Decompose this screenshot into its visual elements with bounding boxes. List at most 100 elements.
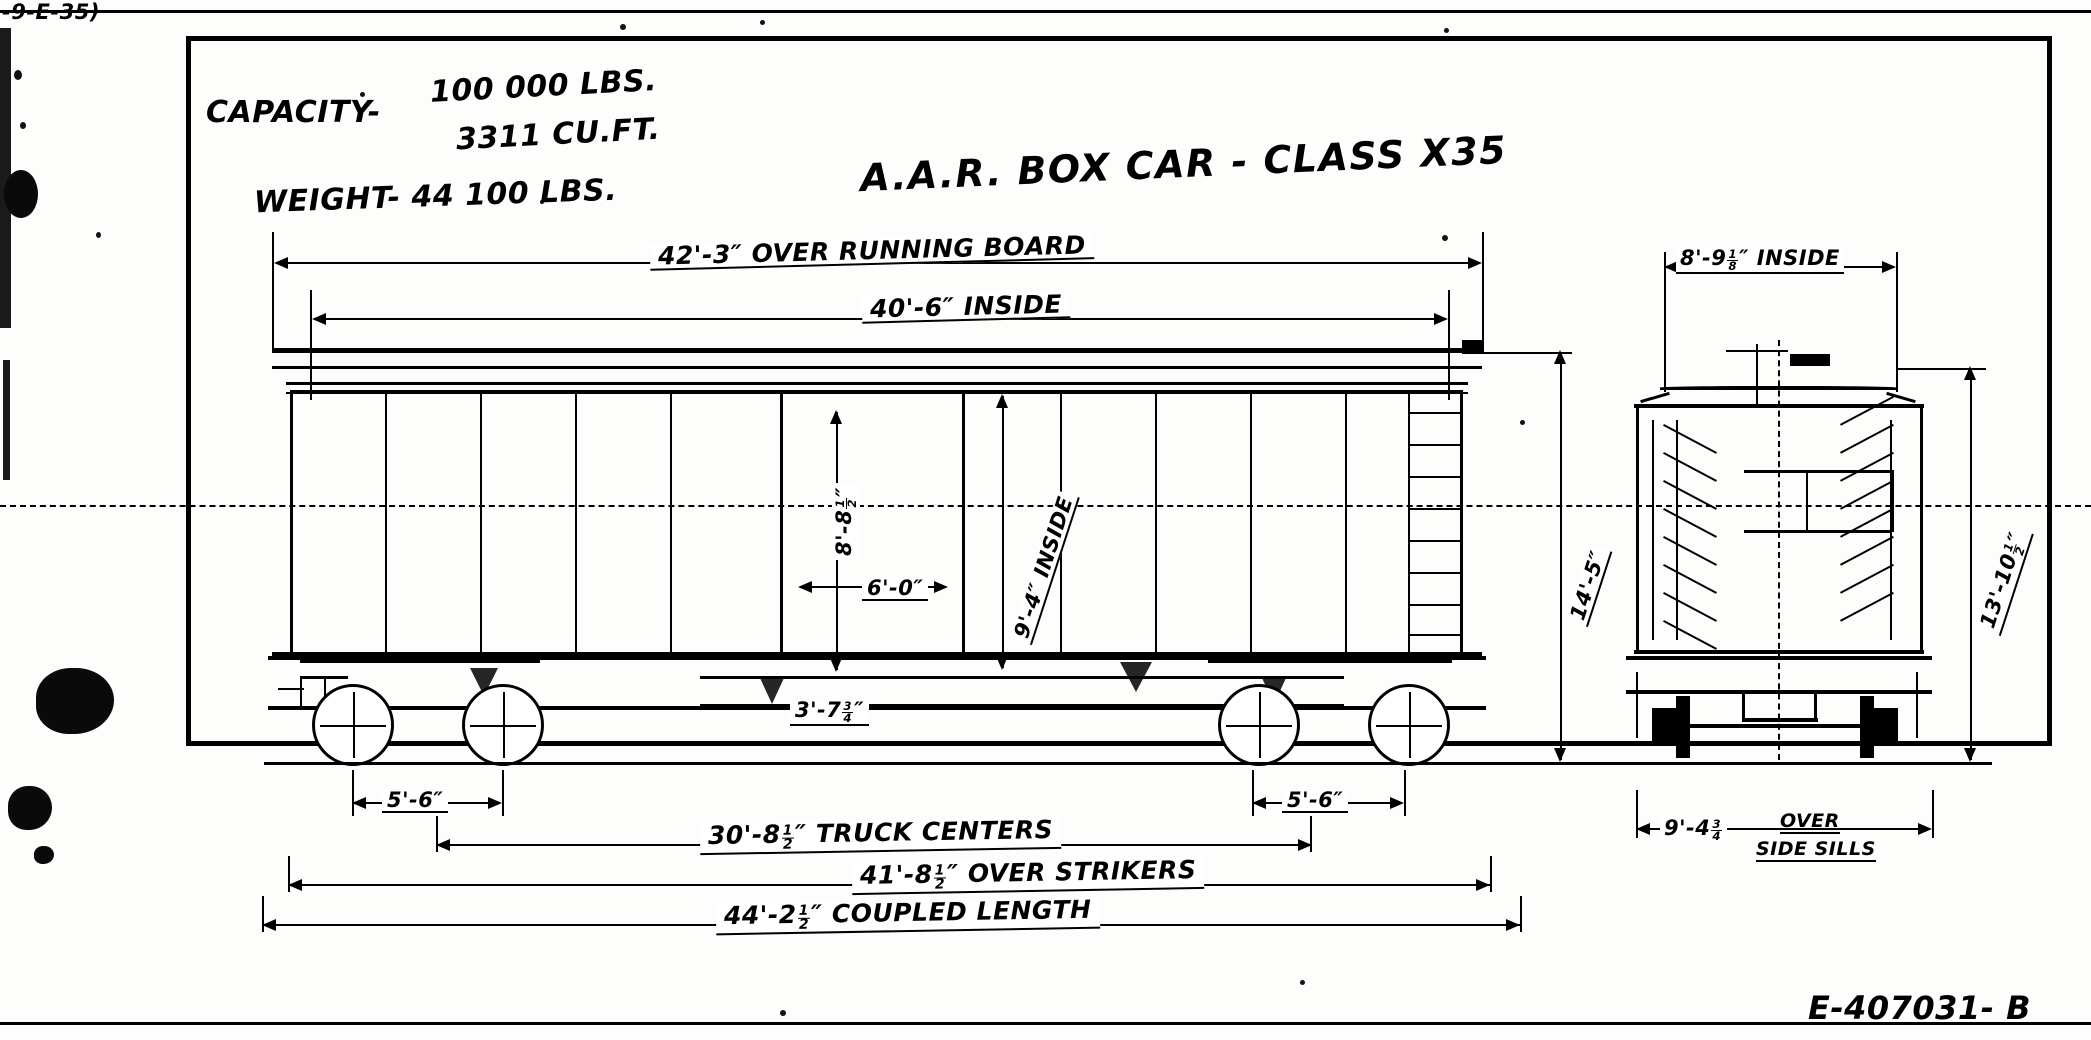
ext-line-os-right [1490,856,1492,892]
side-rib [1408,392,1410,652]
capacity-label: CAPACITY- [206,95,381,130]
side-view-centerline [0,505,2091,507]
scan-blot-hole [4,170,38,218]
dim-arrow-left-eiw [1664,261,1678,273]
ext-line-cl-left [262,896,264,932]
end-center-panel-right [1892,470,1894,532]
ladder-rung [1408,412,1462,414]
dim-inch: 2 [778,899,797,930]
inch-mark: ″ [1333,788,1344,812]
end-left-wall [1636,404,1639,652]
dim-arrow-right-os [1476,879,1490,891]
end-center-sill-l [1742,694,1745,722]
dim-line-end-overall-height [1970,368,1972,760]
dim-inch: 0 [898,576,914,600]
wheel-spoke-h [1225,725,1293,727]
ext-line-os-left [288,856,290,892]
dim-note: TRUCK CENTERS [815,814,1054,849]
ext-line-overall-bottom [1460,762,1760,764]
dim-inside-length: 40'-6″ INSIDE [861,289,1071,324]
side-rib [1345,392,1347,652]
gusset [1120,662,1152,692]
dim-arrow-left-wb-left [352,797,366,809]
roof-eave [286,392,1468,394]
scan-speck [96,232,101,238]
end-running-board [1790,354,1830,366]
ext-line-right-40 [1448,290,1450,400]
scan-speck [1520,420,1525,425]
ext-line-tc-right [1310,816,1312,852]
end-center-panel-bottom [1744,530,1892,533]
body-left-post [290,390,293,654]
wheel-spoke-h [1375,725,1443,727]
inch-mark: ″ [854,698,864,722]
dim-inch: 8 [832,509,856,525]
dim-arrow-down-eoh [1964,748,1976,762]
dim-note: OVER STRIKERS [967,855,1197,889]
side-sill-top [268,656,1486,660]
scan-speck [540,200,544,204]
end-center-panel-left [1806,470,1808,532]
ladder-rung [1408,508,1462,510]
door-right-edge [962,392,965,652]
door-left-edge [780,392,783,652]
dim-arrow-left-oss [1636,823,1650,835]
roof-line-1 [272,366,1482,369]
dim-arrow-left-cl [262,919,276,931]
film-edge-bar-2 [3,360,10,480]
dim-over-side-sills-note1: OVER [1780,810,1840,834]
end-axle [1680,724,1868,728]
center-sill-top [700,676,1344,679]
ladder-rung [1408,476,1462,478]
inch-mark: ″ [942,292,955,322]
dim-arrow-up-door [830,410,842,424]
dim-arrow-right-door-w [934,581,948,593]
dim-value: 44'- [723,900,780,931]
dim-inch: 6 [1318,788,1334,812]
side-rib [670,392,672,652]
ext-line-tc-left [436,816,438,852]
end-truck-post-left [1636,672,1638,738]
scan-blot-tiny [34,846,54,864]
ext-line-right-42 [1482,232,1484,352]
dim-wheel-base-left: 5'-6″ [382,788,449,813]
dim-note: COUPLED LENGTH [831,894,1092,929]
dim-arrow-left-os [288,879,302,891]
end-truck-post-right [1916,672,1918,738]
ext-line-oss-left [1636,790,1638,838]
scan-blot-small [8,786,52,830]
body-right-post [1460,390,1463,654]
dim-inch: 6 [418,788,434,812]
wheel-right-2 [1368,684,1450,766]
dim-inch: 3 [712,239,732,270]
dim-value: 9'- [1664,816,1696,840]
dim-inch: 8 [762,819,781,850]
dim-over-side-sills-note2: SIDE SILLS [1756,838,1876,862]
dim-arrow-right-40 [1434,313,1448,325]
dim-arrow-right-tc [1298,839,1312,851]
dim-inch: 8 [914,859,933,889]
dim-arrow-right-wb-right [1390,797,1404,809]
side-rib [1250,392,1252,652]
coupler-left-edge2 [324,676,326,708]
inch-mark: ″ [433,788,444,812]
drawing-number: E-407031- B [1807,989,2031,1027]
scan-speck [20,122,26,129]
roof-hatch [1462,340,1484,354]
dim-value: 6'- [867,576,899,600]
inch-mark: ″ [730,239,743,269]
rail-line [264,762,1756,765]
center-sill-bottom [700,704,1344,707]
ext-line-left-42 [272,232,274,352]
scan-speck [1300,980,1305,985]
striker-left [278,688,304,690]
end-center-sill-r [1814,694,1817,722]
dim-inch: 9 [1711,246,1727,270]
dim-arrow-left-wb-right [1252,797,1266,809]
ext-line-wb-left-a [352,770,354,816]
